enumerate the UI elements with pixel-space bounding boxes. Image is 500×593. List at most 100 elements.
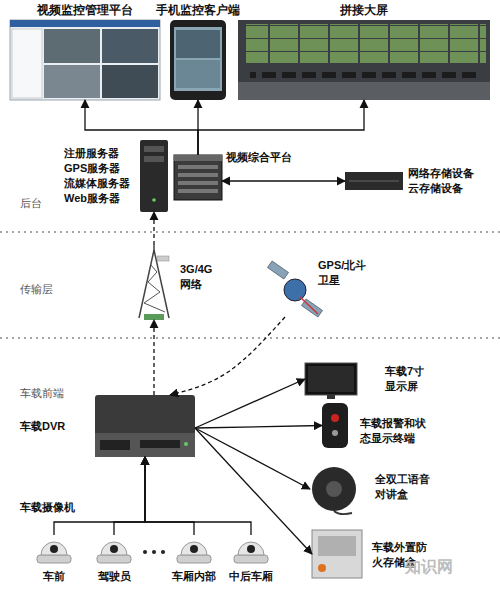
device-node: 全双工语音 对讲盒 — [310, 465, 358, 513]
console-desks — [250, 72, 478, 80]
connector-arrow — [145, 457, 194, 535]
connector-arrow — [170, 317, 285, 395]
section-label: 传输层 — [20, 282, 53, 296]
video-tile — [102, 65, 158, 98]
device-label: 驾驶员 — [89, 569, 139, 584]
box-connector — [318, 564, 326, 572]
video-tile — [176, 60, 220, 88]
video-tile — [44, 29, 100, 63]
connector-arrow — [195, 428, 312, 554]
device-node: 拼接大屏 — [238, 20, 490, 100]
device-node: 车载外置防 火存储盒 — [312, 530, 362, 578]
section-label: 车载摄像机 — [20, 500, 75, 514]
software-screenshot — [10, 20, 160, 100]
phone-body — [170, 20, 226, 100]
connector-arrow — [198, 100, 364, 155]
device-label: 全双工语音 对讲盒 — [375, 472, 441, 502]
connector-arrow — [153, 320, 154, 395]
connector-arrow — [197, 100, 198, 155]
device-label: 拼接大屏 — [314, 3, 414, 18]
device-node: 驾驶员 — [95, 535, 133, 565]
dvr-front — [95, 433, 195, 457]
device-label: 车前 — [29, 569, 79, 584]
status-light — [332, 430, 338, 436]
server-tower — [140, 140, 168, 212]
connector-arrow — [114, 457, 145, 535]
connector-arrow — [85, 100, 198, 155]
video-tile — [102, 29, 158, 63]
connector-arrow — [145, 457, 251, 535]
storage-device — [345, 172, 403, 190]
display-screen — [308, 366, 354, 392]
ellipsis-dot — [143, 550, 147, 554]
device-label: 车厢内部 — [169, 569, 219, 584]
power-led — [152, 198, 156, 202]
connector-arrow — [153, 212, 154, 245]
dvr-slot — [140, 440, 180, 448]
camera-dome — [181, 542, 207, 555]
tower-leg — [139, 250, 154, 318]
intercom-speaker — [326, 481, 342, 497]
antenna-panel — [157, 256, 169, 261]
drive-bay — [144, 156, 164, 162]
camera-base — [97, 555, 131, 563]
dvr-slot — [100, 440, 130, 450]
card-slot — [178, 189, 218, 193]
device-node: 车前 — [35, 535, 73, 565]
device-node: 手机监控客户端 — [170, 20, 226, 100]
tower-lattice — [144, 265, 165, 312]
device-label: 手机监控客户端 — [148, 3, 248, 18]
camera-dome — [238, 542, 264, 555]
connector-arrow — [54, 457, 145, 535]
device-node: 车载DVR — [95, 395, 195, 457]
device-label: 3G/4G 网络 — [180, 262, 230, 292]
platform-chassis — [174, 155, 222, 200]
display-stand — [327, 395, 335, 399]
camera-lens — [190, 545, 198, 553]
card-slot — [178, 181, 218, 185]
satellite-body — [284, 279, 306, 301]
device-node: 3G/4G 网络 — [134, 245, 174, 320]
dvr-body — [95, 395, 195, 457]
layer-separator — [0, 337, 500, 339]
section-label: 后台 — [20, 196, 42, 210]
device-node: 网络存储设备 云存储设备 — [345, 172, 403, 190]
screenshot-header — [10, 20, 160, 27]
camera-lens — [50, 545, 58, 553]
camera-base — [177, 555, 211, 563]
connector-arrow — [195, 428, 310, 489]
camera-base — [37, 555, 71, 563]
device-node: 视频综合平台 — [174, 155, 222, 200]
card-slot — [178, 173, 218, 177]
intercom-cable — [334, 511, 352, 514]
device-label: 车载DVR — [20, 419, 90, 434]
camera-lens — [247, 545, 255, 553]
fireproof-box — [312, 530, 362, 578]
device-node: 车厢内部 — [175, 535, 213, 565]
connector-arrow — [222, 180, 345, 181]
storage-front-line — [349, 181, 399, 182]
dvr-led — [184, 442, 188, 446]
video-wall-room — [238, 20, 490, 100]
ellipsis-dot — [152, 550, 156, 554]
display-frame — [305, 363, 357, 395]
connector-arrow — [195, 426, 322, 429]
camera-dome — [41, 542, 67, 555]
device-label: 中后车厢 — [226, 569, 276, 584]
ellipsis-dot — [161, 550, 165, 554]
control-room-floor — [238, 82, 490, 100]
device-label: 网络存储设备 云存储设备 — [408, 166, 480, 196]
drive-bay — [144, 146, 164, 152]
camera-dome — [101, 542, 127, 555]
device-node: 注册服务器 GPS服务器 流媒体服务器 Web服务器 — [140, 140, 168, 212]
device-label: 注册服务器 GPS服务器 流媒体服务器 Web服务器 — [64, 146, 138, 206]
video-tile — [176, 30, 220, 58]
connector-arrow — [195, 379, 305, 428]
device-node: 中后车厢 — [232, 535, 270, 565]
video-tile — [44, 65, 100, 98]
device-label: GPS/北斗 卫星 — [318, 258, 378, 288]
intercom-box — [312, 467, 356, 511]
